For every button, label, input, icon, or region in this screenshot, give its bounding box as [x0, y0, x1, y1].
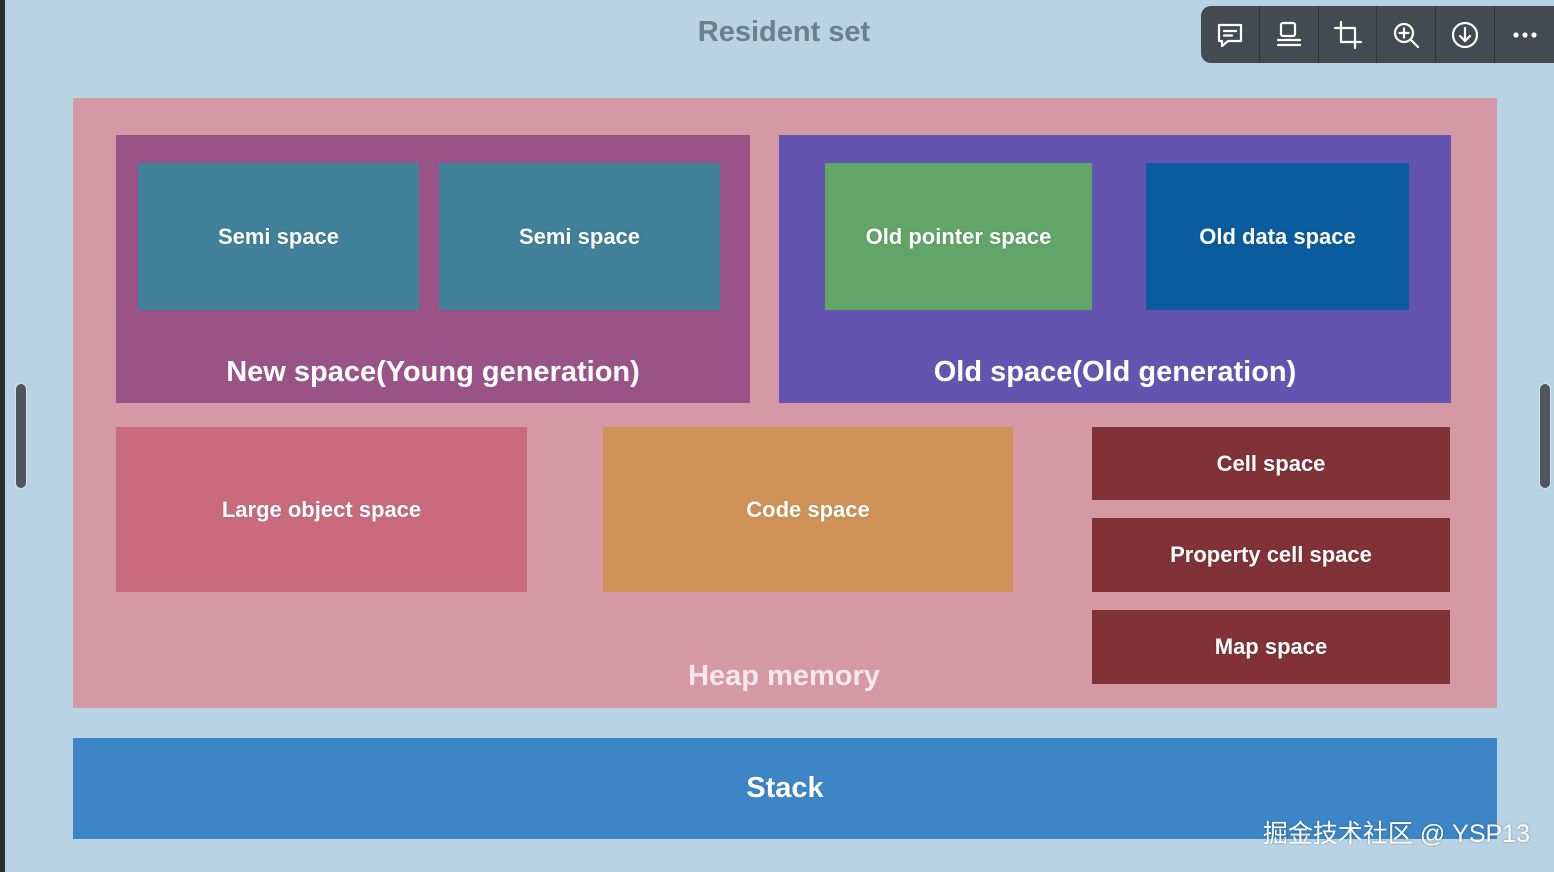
present-button[interactable]: [1260, 6, 1319, 63]
map-space: Map space: [1092, 610, 1450, 684]
semi-space-2: Semi space: [439, 163, 720, 310]
watermark: 掘金技术社区 @ YSP13: [1262, 820, 1530, 848]
more-button[interactable]: [1495, 6, 1554, 63]
comment-button[interactable]: [1201, 6, 1260, 63]
old-data-space: Old data space: [1146, 163, 1409, 310]
new-space-label: New space(Young generation): [226, 356, 640, 388]
window-edge: [0, 0, 5, 872]
download-icon: [1452, 21, 1479, 48]
comment-icon: [1217, 23, 1243, 47]
zoom-in-button[interactable]: [1377, 6, 1437, 63]
left-resize-handle[interactable]: [16, 384, 26, 488]
code-space: Code space: [603, 427, 1013, 592]
large-object-space: Large object space: [116, 427, 527, 592]
cell-space: Cell space: [1092, 427, 1450, 500]
zoom-in-icon: [1394, 22, 1420, 48]
old-pointer-space: Old pointer space: [825, 163, 1092, 310]
download-button[interactable]: [1436, 6, 1496, 63]
more-icon: [1512, 31, 1537, 38]
stack-region: Stack: [73, 738, 1497, 839]
crop-icon: [1333, 20, 1362, 49]
present-icon: [1276, 21, 1301, 46]
property-cell-space: Property cell space: [1092, 518, 1450, 592]
image-toolbar: [1201, 6, 1554, 63]
crop-button[interactable]: [1319, 6, 1378, 63]
diagram-title: Resident set: [697, 16, 871, 48]
heap-memory-label: Heap memory: [688, 660, 880, 692]
right-resize-handle[interactable]: [1540, 384, 1550, 488]
semi-space-1: Semi space: [138, 163, 419, 310]
old-space-label: Old space(Old generation): [933, 356, 1297, 388]
